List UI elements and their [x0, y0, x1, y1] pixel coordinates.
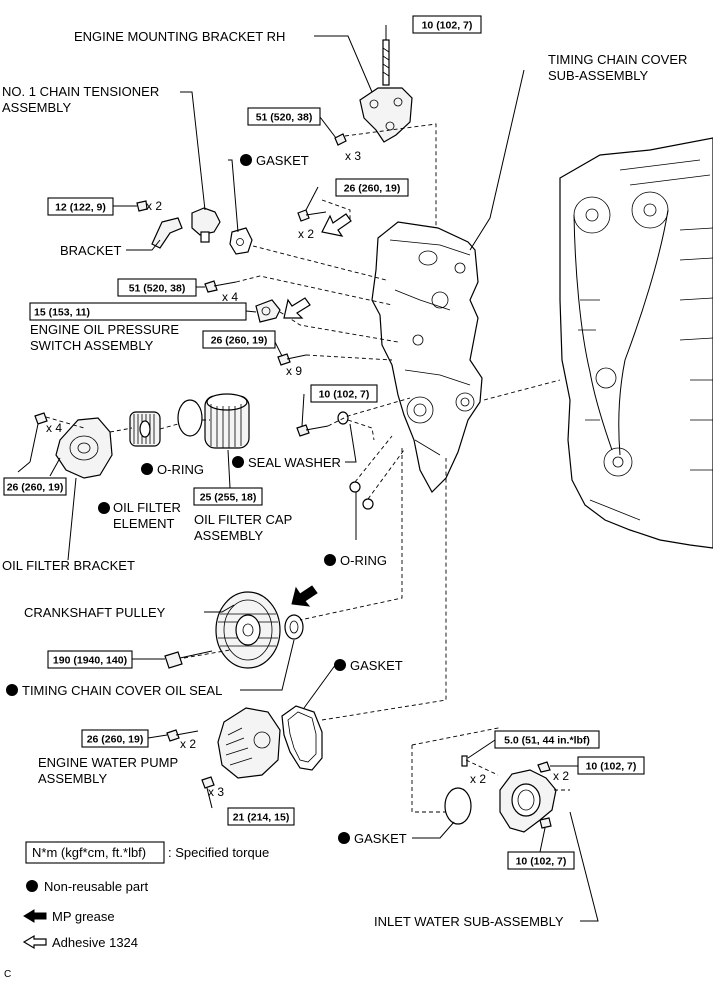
label-oil-filter-element-2: ELEMENT	[113, 516, 174, 531]
label-oil-filter-bracket: OIL FILTER BRACKET	[2, 558, 135, 573]
legend-unit-box: N*m (kgf*cm, ft.*lbf)	[32, 845, 146, 860]
oil-seal-part	[284, 614, 304, 640]
quantity-label: x 2	[146, 199, 162, 213]
torque-label: 12 (122, 9)	[55, 202, 106, 214]
legend-non-reusable: Non-reusable part	[44, 879, 148, 894]
non-reusable-dot-icon	[26, 880, 38, 892]
torque-label: 21 (214, 15)	[233, 812, 290, 824]
torque-label: 10 (102, 7)	[319, 389, 370, 401]
adhesive-arrow-icon	[321, 213, 352, 237]
label-chain-tensioner-2: ASSEMBLY	[2, 100, 71, 115]
label-engine-mounting-bracket: ENGINE MOUNTING BRACKET RH	[74, 29, 285, 44]
engine-block-illustration	[559, 137, 713, 549]
label-gasket-mid: GASKET	[350, 658, 403, 673]
torque-label: 10 (102, 7)	[586, 761, 637, 773]
mp-grease-legend-icon	[23, 909, 47, 923]
label-oil-pressure-switch: ENGINE OIL PRESSURE	[30, 322, 179, 337]
quantity-label: x 4	[222, 290, 238, 304]
torque-label: 190 (1940, 140)	[53, 655, 127, 667]
label-inlet-water: INLET WATER SUB-ASSEMBLY	[374, 914, 564, 929]
legend-unit-text: : Specified torque	[168, 845, 269, 860]
torque-label: 10 (102, 7)	[516, 856, 567, 868]
torque-label: 26 (260, 19)	[211, 335, 268, 347]
label-timing-chain-cover-2: SUB-ASSEMBLY	[548, 68, 649, 83]
quantity-label: x 3	[208, 785, 224, 799]
part-labels: ENGINE MOUNTING BRACKET RH TIMING CHAIN …	[2, 29, 687, 929]
quantity-label: x 4	[46, 421, 62, 435]
label-bracket: BRACKET	[60, 243, 121, 258]
o-ring-part-1	[177, 399, 203, 437]
bracket-part	[151, 217, 183, 249]
legend: N*m (kgf*cm, ft.*lbf) : Specified torque…	[4, 841, 269, 980]
oil-pressure-switch-part	[255, 299, 281, 323]
gasket-mid-part	[281, 705, 323, 771]
adhesive-legend-icon	[22, 934, 47, 950]
label-gasket-bottom: GASKET	[354, 831, 407, 846]
non-reusable-marks	[6, 154, 350, 844]
water-pump-part	[217, 707, 281, 779]
torque-label: 15 (153, 11)	[34, 307, 90, 319]
adhesive-arrow-icon	[283, 297, 311, 319]
torque-label: 51 (520, 38)	[256, 112, 313, 124]
inlet-water-part	[499, 769, 557, 833]
label-oil-filter-cap-2: ASSEMBLY	[194, 528, 263, 543]
legend-mp-grease: MP grease	[52, 909, 115, 924]
chain-tensioner-part	[191, 207, 221, 243]
non-reusable-dot-icon	[334, 659, 346, 671]
leader-lines	[17, 25, 599, 922]
non-reusable-dot-icon	[338, 832, 350, 844]
quantity-label: x 2	[180, 737, 196, 751]
quantity-label: x 2	[470, 772, 486, 786]
torque-label: 51 (520, 38)	[129, 283, 186, 295]
label-timing-chain-cover: TIMING CHAIN COVER	[548, 52, 687, 67]
non-reusable-dot-icon	[6, 684, 18, 696]
label-timing-chain-oil-seal: TIMING CHAIN COVER OIL SEAL	[22, 683, 222, 698]
bolts	[34, 133, 552, 829]
oil-filter-element-part	[129, 411, 161, 447]
label-crankshaft-pulley: CRANKSHAFT PULLEY	[24, 605, 166, 620]
non-reusable-dot-icon	[141, 463, 153, 475]
engine-mounting-bracket-part	[359, 39, 413, 143]
label-water-pump: ENGINE WATER PUMP	[38, 755, 178, 770]
non-reusable-dot-icon	[232, 456, 244, 468]
label-gasket-top: GASKET	[256, 153, 309, 168]
non-reusable-dot-icon	[240, 154, 252, 166]
torque-label: 25 (255, 18)	[200, 492, 257, 504]
legend-adhesive: Adhesive 1324	[52, 935, 138, 950]
non-reusable-dot-icon	[324, 554, 336, 566]
quantity-label: x 2	[553, 769, 569, 783]
timing-chain-cover	[371, 221, 483, 493]
o-ring-part-2	[349, 481, 374, 510]
label-seal-washer: SEAL WASHER	[248, 455, 341, 470]
quantities: x 3 x 2 x 2 x 4 x 9 x 4 x 2 x 3 x 2 x 2	[46, 149, 569, 799]
torque-label: 10 (102, 7)	[422, 20, 473, 32]
mp-grease-arrow-icon	[291, 585, 318, 607]
quantity-label: x 3	[345, 149, 361, 163]
torque-specs: 10 (102, 7) 51 (520, 38) 12 (122, 9) 26 …	[3, 15, 645, 870]
label-o-ring-1: O-RING	[157, 462, 204, 477]
label-oil-filter-cap: OIL FILTER CAP	[194, 512, 292, 527]
label-oil-pressure-switch-2: SWITCH ASSEMBLY	[30, 338, 154, 353]
torque-label: 26 (260, 19)	[344, 183, 401, 195]
label-o-ring-2: O-RING	[340, 553, 387, 568]
label-chain-tensioner: NO. 1 CHAIN TENSIONER	[2, 84, 159, 99]
gasket-bottom-part	[444, 787, 472, 825]
gasket-top-part	[229, 227, 253, 255]
oil-filter-cap-part	[204, 393, 250, 449]
torque-label: 5.0 (51, 44 in.*lbf)	[504, 735, 590, 747]
torque-label: 26 (260, 19)	[7, 482, 64, 494]
quantity-label: x 9	[286, 364, 302, 378]
quantity-label: x 2	[298, 227, 314, 241]
non-reusable-dot-icon	[98, 502, 110, 514]
torque-label: 26 (260, 19)	[87, 734, 144, 746]
corner-code: C	[4, 969, 11, 980]
oil-filter-bracket-part	[55, 417, 113, 479]
label-water-pump-2: ASSEMBLY	[38, 771, 107, 786]
crankshaft-pulley-part	[215, 591, 281, 669]
label-oil-filter-element: OIL FILTER	[113, 500, 181, 515]
